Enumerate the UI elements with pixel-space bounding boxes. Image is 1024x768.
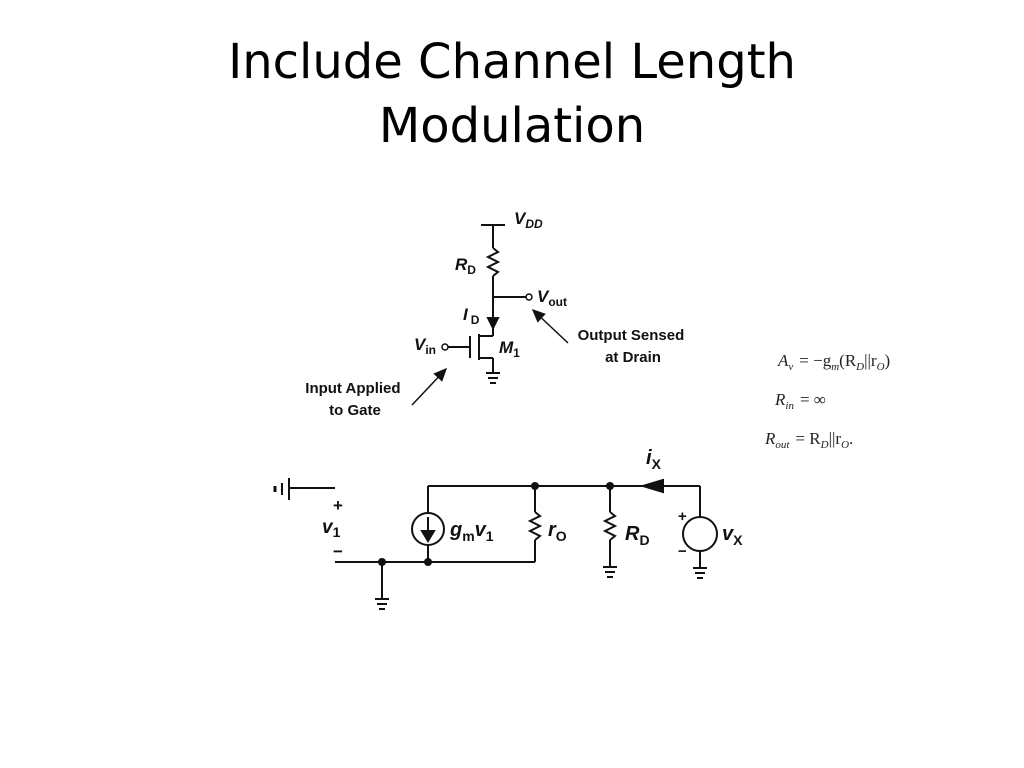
rd-resistor xyxy=(485,247,501,277)
output-annotation: Output Sensed at Drain xyxy=(578,327,689,366)
vx-label: vX xyxy=(722,523,743,548)
rd-label-small-signal: RD xyxy=(625,523,650,548)
junction-dot xyxy=(606,482,614,490)
rd-resistor-small-signal xyxy=(602,511,618,541)
gain-equation: Av= −gm(RD||rO) xyxy=(777,351,890,373)
gm-v1-label: gmv1 xyxy=(449,519,494,544)
v1-plus: + xyxy=(333,496,343,515)
output-resistance-equation: Rout= RD||rO. xyxy=(764,429,853,451)
input-annotation: Input Applied to Gate xyxy=(305,380,404,419)
slide-title: Include Channel Length Modulation xyxy=(0,30,1024,158)
v1-minus: − xyxy=(333,542,343,561)
id-arrow xyxy=(486,317,500,331)
vout-label: Vout xyxy=(537,287,567,309)
input-annotation-arrow xyxy=(411,367,448,406)
vx-plus: + xyxy=(678,508,687,525)
junction-dot xyxy=(424,558,432,566)
title-line-2: Modulation xyxy=(378,98,646,154)
ro-label: rO xyxy=(548,519,567,544)
m1-label: M1 xyxy=(499,338,520,360)
small-signal-model xyxy=(273,478,718,610)
rd-label: RD xyxy=(455,255,476,277)
vx-minus: − xyxy=(678,543,687,560)
input-resistance-equation: Rin= ∞ xyxy=(774,390,826,412)
output-annotation-arrow xyxy=(531,308,569,344)
vdd-label: VDD xyxy=(514,209,543,231)
cs-amplifier xyxy=(411,224,569,406)
ix-label: iX xyxy=(646,447,662,472)
vin-terminal xyxy=(441,343,449,351)
ix-arrow xyxy=(639,478,664,494)
vin-label: Vin xyxy=(414,335,436,357)
vx-source xyxy=(682,516,718,552)
v1-label: v1 xyxy=(322,517,341,540)
ro-resistor xyxy=(527,511,543,541)
junction-dot xyxy=(378,558,386,566)
vout-terminal xyxy=(525,293,533,301)
title-line-1: Include Channel Length xyxy=(228,34,796,90)
junction-dot xyxy=(531,482,539,490)
